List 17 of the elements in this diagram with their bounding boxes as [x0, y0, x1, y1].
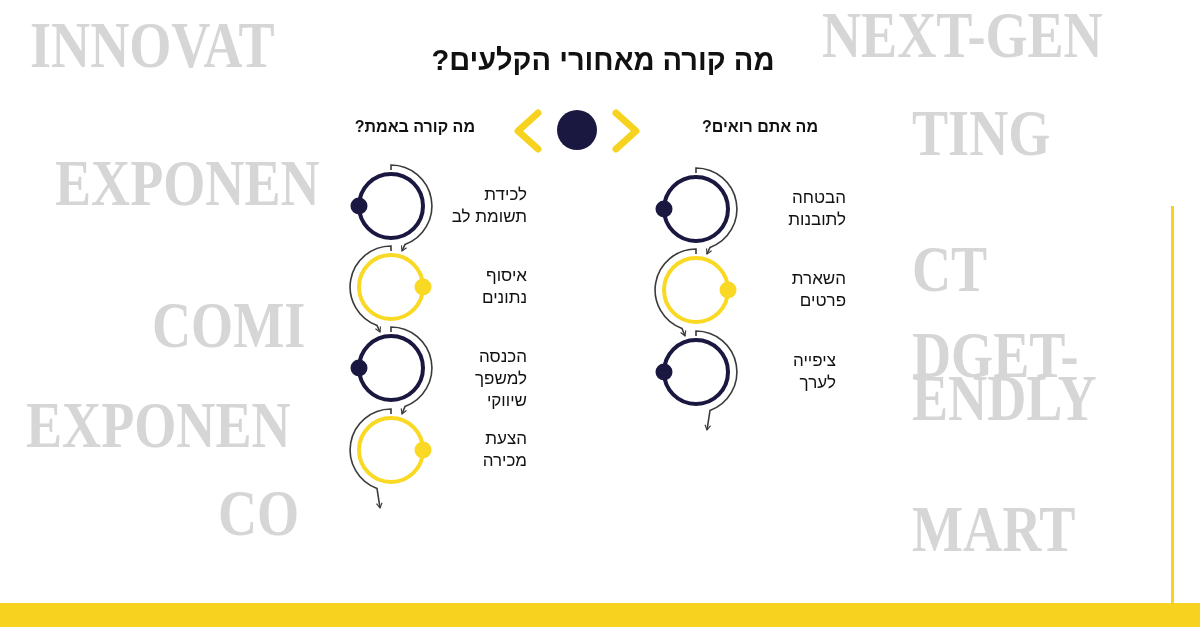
- curved-arrow: [695, 167, 738, 255]
- curved-arrow: [654, 248, 697, 337]
- step-label: איסוף נתונים: [481, 265, 527, 309]
- step-label: לכידת תשומת לב: [450, 184, 527, 228]
- curved-arrow: [349, 408, 392, 509]
- step-label: הכנסה למשפך שיווקי: [473, 346, 527, 412]
- curved-arrow: [390, 164, 433, 252]
- curved-arrow: [390, 326, 433, 415]
- step-label: הבטחה לתובנות: [787, 187, 846, 231]
- step-label: ציפייה לערך: [792, 350, 836, 394]
- step-label: הצעת מכירה: [481, 428, 527, 472]
- column-heading: מה אתם רואים?: [702, 118, 818, 136]
- column-heading: מה קורה באמת?: [354, 118, 475, 136]
- step-label: השארת פרטים: [790, 268, 846, 312]
- title: מה קורה מאחורי הקלעים?: [430, 44, 776, 77]
- curved-arrow: [349, 245, 392, 333]
- curved-arrow: [695, 330, 738, 431]
